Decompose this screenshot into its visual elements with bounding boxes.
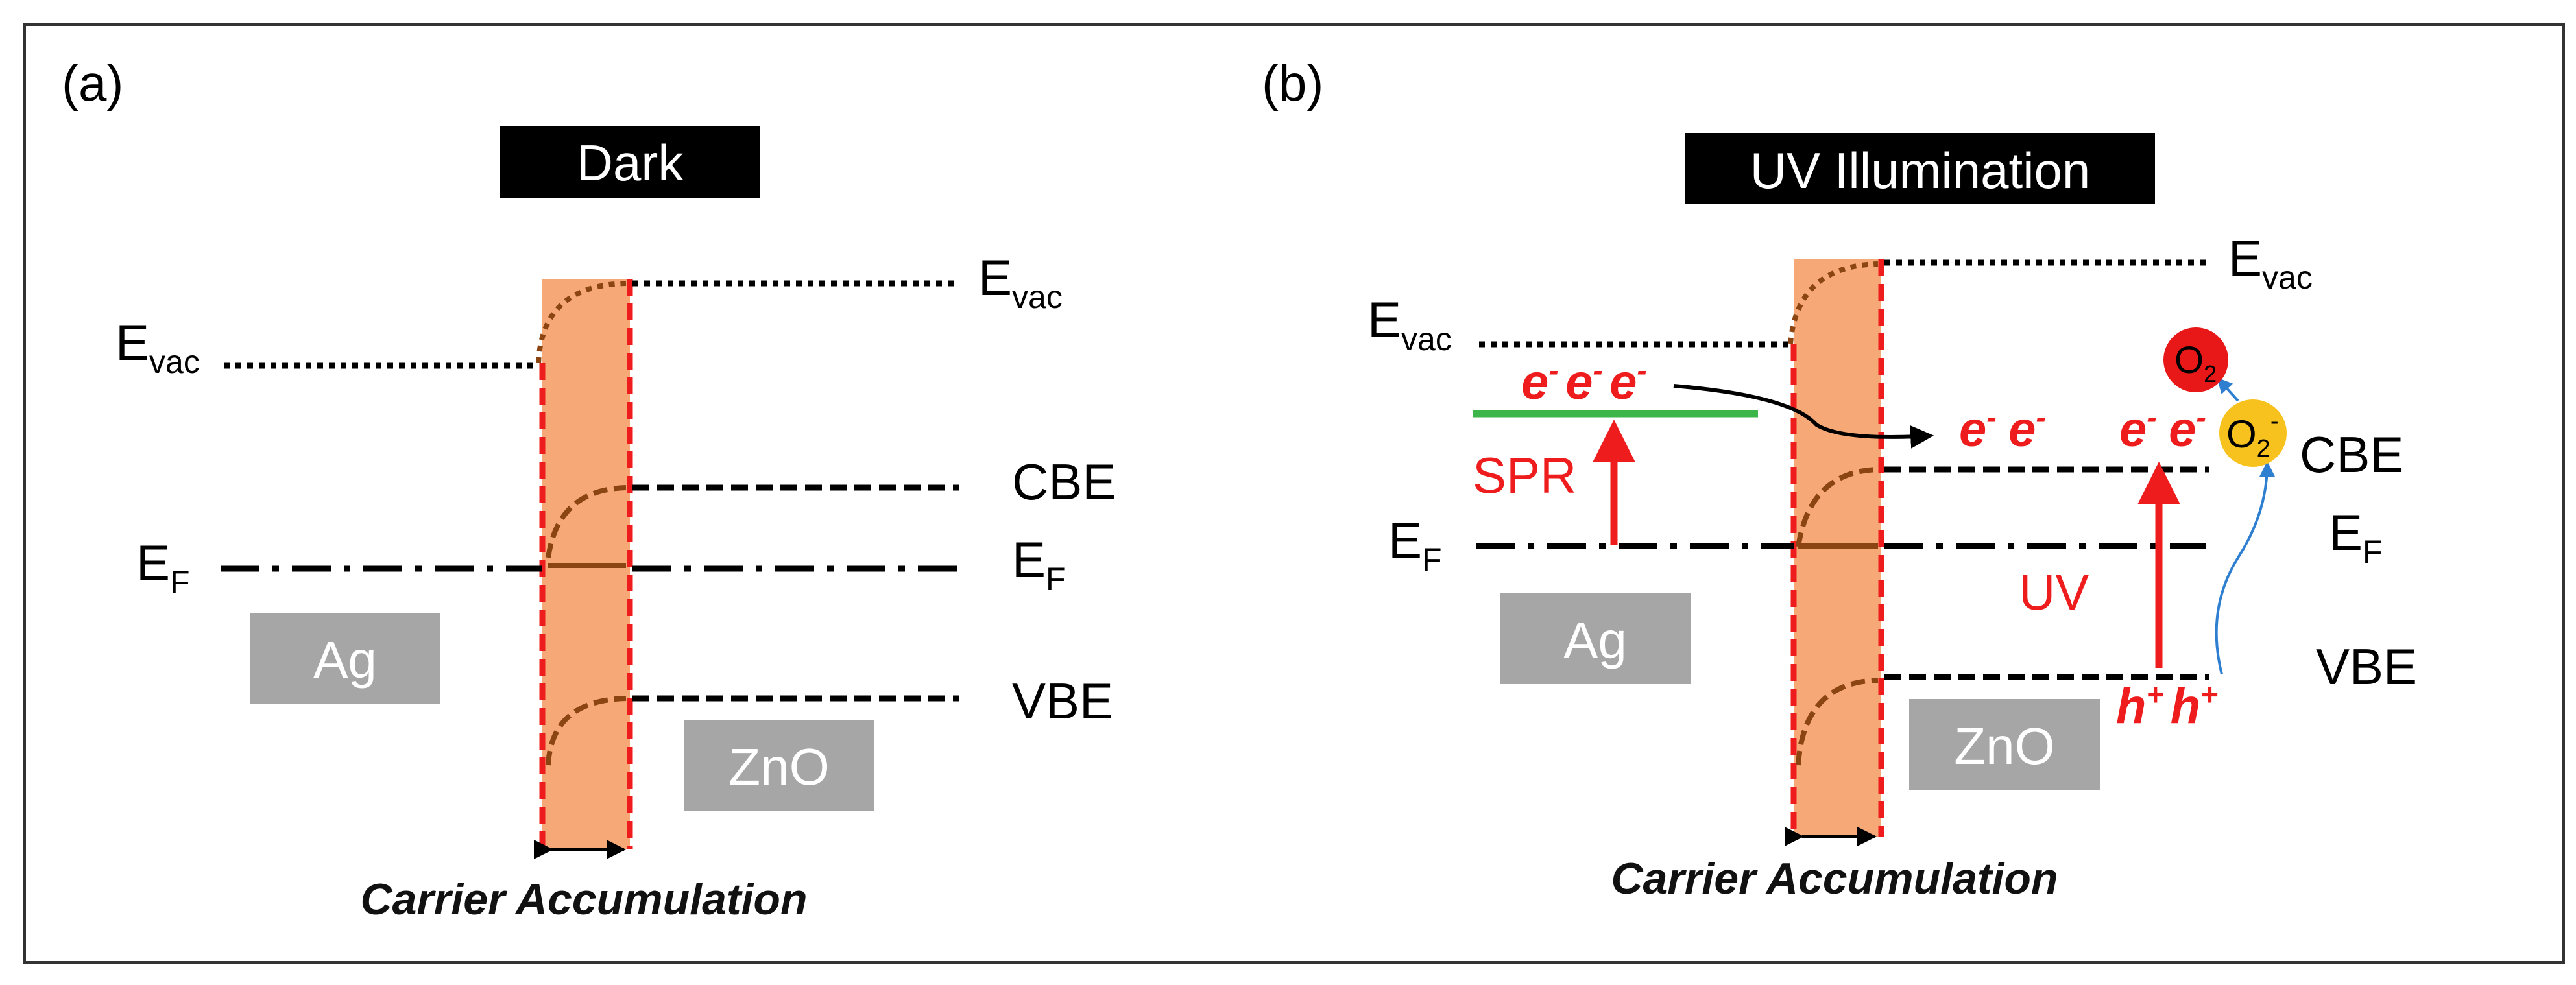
panel-a-cbe-label: CBE xyxy=(1012,453,1116,510)
panel-b-zno-label: ZnO xyxy=(1954,717,2055,775)
panel-a-vbe-bend xyxy=(546,696,627,766)
panel-b-vb-holes: h+ h+ xyxy=(2116,678,2218,734)
panel-a-title: Dark xyxy=(577,134,684,191)
panel-a-ag-label: Ag xyxy=(313,631,377,689)
panel-b-vbe-bend xyxy=(1796,678,1879,766)
panel-b-o2-circle xyxy=(2163,327,2228,392)
panel-b-o2-label: O2 xyxy=(2174,339,2217,387)
panel-b-cb-electrons-group2: e- e- xyxy=(2119,401,2206,457)
panel-b-title: UV Illumination xyxy=(1750,142,2091,199)
panel-b-ag-electrons: e- e- e- xyxy=(1521,353,1647,410)
panel-b-spr-label: SPR xyxy=(1473,447,1576,504)
figure-frame xyxy=(23,23,2565,964)
panel-a-ag-box xyxy=(250,613,440,704)
panel-b-ag-box xyxy=(1500,593,1691,684)
panel-a-vbe-label: VBE xyxy=(1012,672,1113,730)
panel-b-evac-left-label: Evac xyxy=(1367,291,1452,357)
panel-a-zno-label: ZnO xyxy=(728,738,830,796)
panel-a-ef-left-label: EF xyxy=(136,534,190,600)
panel-b-ag-label: Ag xyxy=(1563,611,1627,669)
panel-b-uv-label: UV xyxy=(2019,564,2089,621)
panel-b: (b) UV Illumination Evac Evac CBE EF EF … xyxy=(1262,54,2417,903)
panel-b-o2-arrow xyxy=(2217,377,2239,402)
panel-a-caption: Carrier Accumulation xyxy=(361,875,808,924)
panel-b-title-box xyxy=(1685,133,2155,204)
panel-b-cb-electrons-group1: e- e- xyxy=(1959,401,2046,457)
panel-b-vbe-label: VBE xyxy=(2316,638,2417,695)
panel-b-cbe-bend xyxy=(1796,467,1879,547)
panel-b-evac-right-label: Evac xyxy=(2228,230,2313,296)
panel-b-ef-left-label: EF xyxy=(1388,512,1442,578)
panel-b-superoxide-label: O2- xyxy=(2226,408,2278,462)
panel-b-transfer-arrow xyxy=(1673,384,1934,449)
panel-b-label: (b) xyxy=(1262,54,1323,112)
panel-a-evac-left-label: Evac xyxy=(115,314,200,380)
panel-b-ef-right-label: EF xyxy=(2329,504,2383,570)
panel-a-evac-right-label: Evac xyxy=(978,249,1063,315)
panel-a-title-box xyxy=(500,126,760,198)
panel-b-superoxide-circle xyxy=(2219,399,2287,467)
panel-a-ef-right-label: EF xyxy=(1012,531,1066,597)
panel-a-zno-box xyxy=(684,720,874,811)
panel-b-zno-box xyxy=(1909,699,2100,790)
panel-b-cbe-label: CBE xyxy=(2300,426,2403,483)
panel-a: (a) Dark Evac Evac CBE EF EF VBE Ag ZnO xyxy=(62,54,1116,924)
panel-b-caption: Carrier Accumulation xyxy=(1611,854,2058,903)
panel-a-label: (a) xyxy=(62,54,123,112)
panel-b-hole-transfer-arrow xyxy=(2215,461,2275,675)
